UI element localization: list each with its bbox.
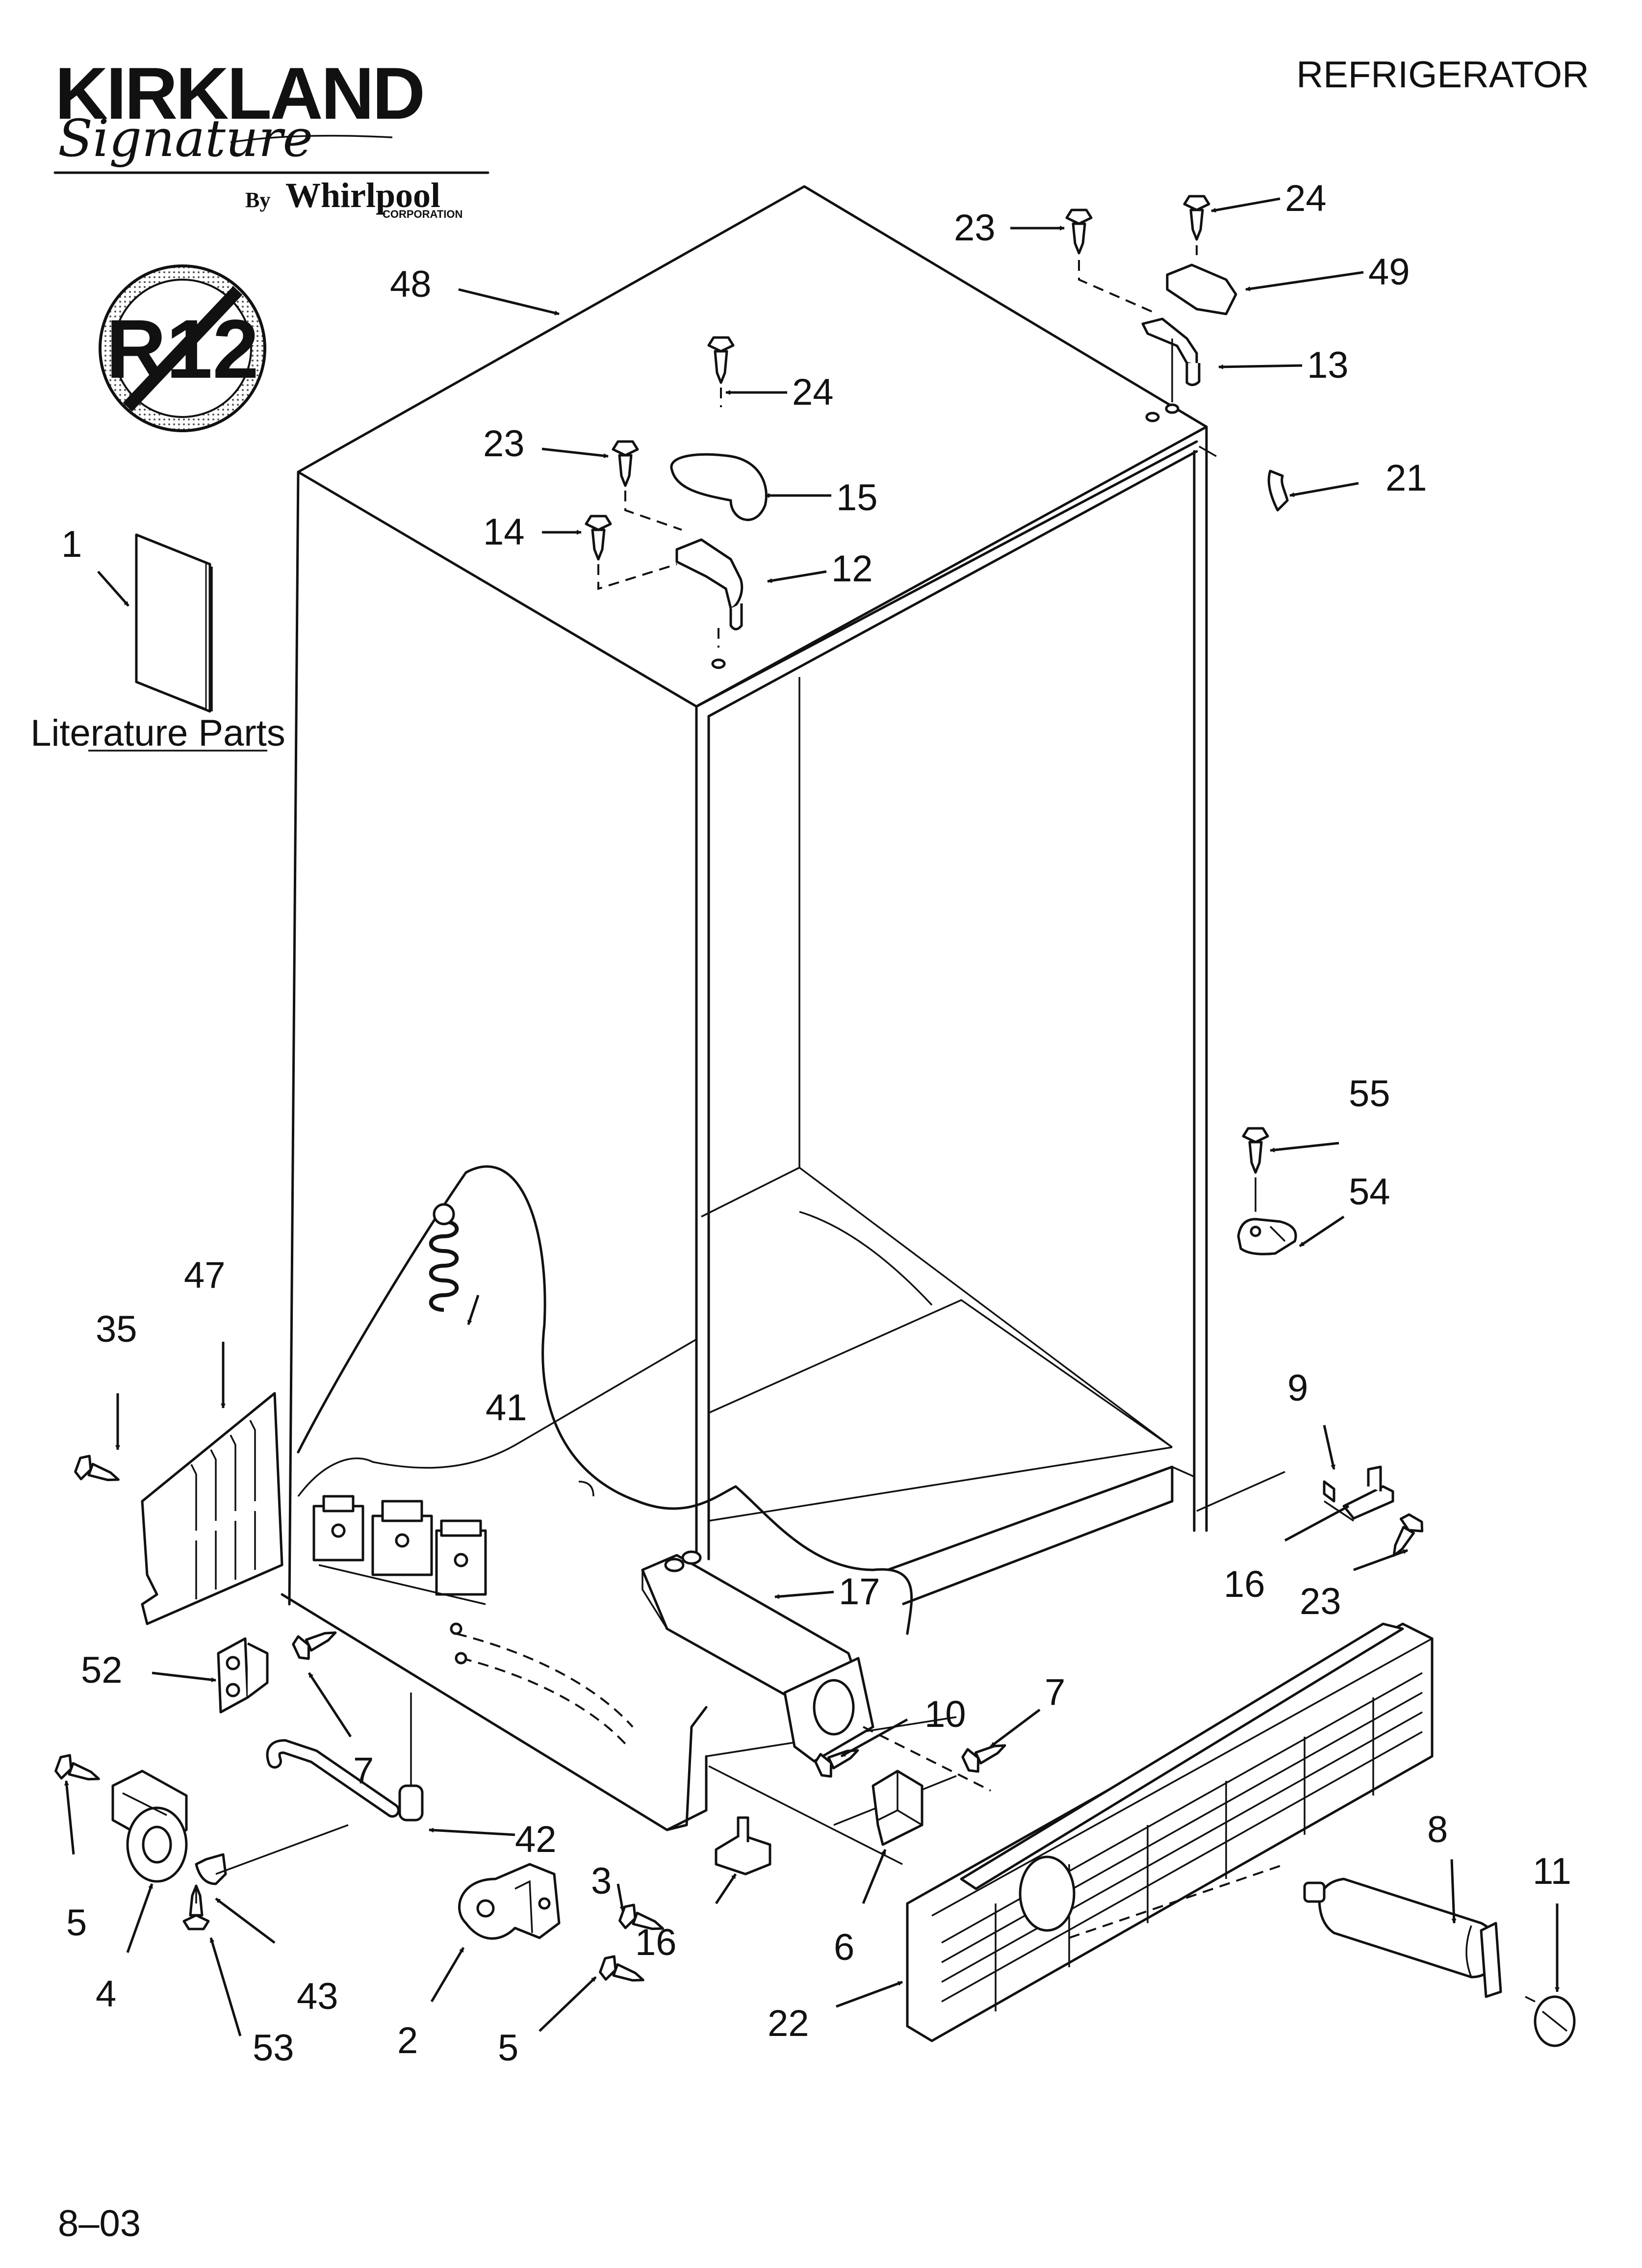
callout-23-right: 23 [1300, 1581, 1341, 1622]
hinge-upper-right [1065, 195, 1289, 512]
callout-7-left: 7 [353, 1750, 374, 1792]
refrigerator-cabinet [281, 185, 1208, 1865]
callout-12: 12 [831, 548, 873, 590]
callout-53: 53 [253, 2027, 294, 2069]
screw-icon [585, 515, 612, 561]
screw-icon [292, 1631, 337, 1660]
hinge-13 [1141, 317, 1198, 367]
screw-icon [599, 1955, 644, 1982]
screw-icon [814, 1749, 859, 1778]
hinge-cover-49 [1166, 263, 1237, 315]
callout-43: 43 [297, 1976, 338, 2017]
clamp-43 [195, 1824, 349, 1885]
literature-parts: Literature Parts [30, 533, 285, 754]
callout-13: 13 [1307, 344, 1349, 386]
literature-caption: Literature Parts [30, 712, 285, 754]
screw-icon [1065, 209, 1093, 255]
footer-code: 8–03 [58, 2203, 141, 2244]
callout-47: 47 [184, 1254, 226, 1296]
callout-22: 22 [768, 2003, 809, 2044]
callout-21: 21 [1385, 457, 1427, 499]
brand-logo: KIRKLAND Signature By Whirlpool CORPORAT… [53, 52, 489, 220]
callout-23-center: 23 [483, 423, 525, 465]
side-parts-55-54 [1237, 1127, 1297, 1255]
screw-icon [182, 1884, 210, 1930]
screw-icon [612, 440, 639, 487]
callout-54: 54 [1349, 1171, 1390, 1213]
callout-42: 42 [515, 1819, 557, 1860]
screw-icon [1242, 1127, 1269, 1174]
callout-2: 2 [397, 2020, 418, 2061]
tube-42 [266, 1693, 424, 1822]
clip-54 [1237, 1218, 1297, 1255]
callout-5-center: 5 [498, 2027, 518, 2069]
callout-15: 15 [836, 477, 878, 519]
bracket-group-9-16 [1196, 1465, 1424, 1557]
top-hinge-holes [711, 403, 1180, 669]
brand-wordmark: KIRKLAND [55, 52, 423, 134]
callout-49: 49 [1368, 251, 1410, 293]
callout-35: 35 [96, 1308, 137, 1350]
grille-22 [906, 1622, 1434, 2042]
bracket-21 [1267, 469, 1289, 512]
callout-16-center: 16 [635, 1922, 677, 1963]
callout-48: 48 [390, 263, 432, 305]
housing-17 [641, 1550, 991, 1792]
side-panel-47 [141, 1392, 283, 1625]
callout-41: 41 [486, 1387, 527, 1429]
screw-icon [1392, 1513, 1424, 1557]
maker-sub: CORPORATION [383, 208, 462, 220]
leader-arrows [64, 197, 1560, 2036]
bracket-52 [217, 1637, 269, 1714]
callout-10: 10 [924, 1694, 966, 1735]
callout-1: 1 [61, 523, 82, 565]
screw-icon [54, 1754, 100, 1781]
callout-11: 11 [1533, 1851, 1571, 1892]
hinge-2 [458, 1863, 561, 1940]
callout-17: 17 [839, 1571, 880, 1613]
cap-11 [1525, 1995, 1576, 2047]
hinge-upper-left [585, 336, 768, 648]
no-r12-icon: R12 [99, 264, 266, 432]
screw-icon [1183, 195, 1210, 241]
by-label: By [245, 188, 270, 212]
callout-labels: 48 23 24 49 13 21 24 23 15 14 12 1 55 54… [61, 178, 1571, 2069]
screw-icon [961, 1744, 1006, 1773]
screw-icon [74, 1455, 120, 1482]
callout-8: 8 [1427, 1809, 1448, 1851]
callout-23-top-right: 23 [954, 207, 996, 249]
callout-6: 6 [834, 1927, 854, 1968]
script-swash [230, 134, 393, 143]
filter-icon [1303, 1877, 1502, 1998]
bracket-6 [872, 1770, 924, 1846]
page-title: REFRIGERATOR [1296, 54, 1589, 96]
callout-55: 55 [1349, 1073, 1390, 1115]
callout-14: 14 [483, 511, 525, 553]
screw-icon [707, 336, 735, 384]
coil-41 [429, 1203, 459, 1312]
callout-4: 4 [96, 1973, 116, 2015]
electrical-components [312, 1495, 634, 1747]
roller-4 [111, 1770, 188, 1883]
callout-24-top-right: 24 [1285, 178, 1327, 219]
callout-24-center: 24 [792, 371, 834, 413]
callout-5-left: 5 [66, 1902, 87, 1944]
callout-16-right: 16 [1224, 1564, 1265, 1605]
maker-wordmark: Whirlpool [285, 176, 440, 215]
callout-7-right: 7 [1045, 1671, 1065, 1713]
callout-3: 3 [591, 1860, 612, 1902]
callout-52: 52 [81, 1649, 123, 1691]
hinge-cover-15 [670, 453, 768, 521]
callout-9: 9 [1287, 1367, 1308, 1409]
hinge-12 [675, 538, 744, 610]
bracket-16 [715, 1816, 771, 1876]
